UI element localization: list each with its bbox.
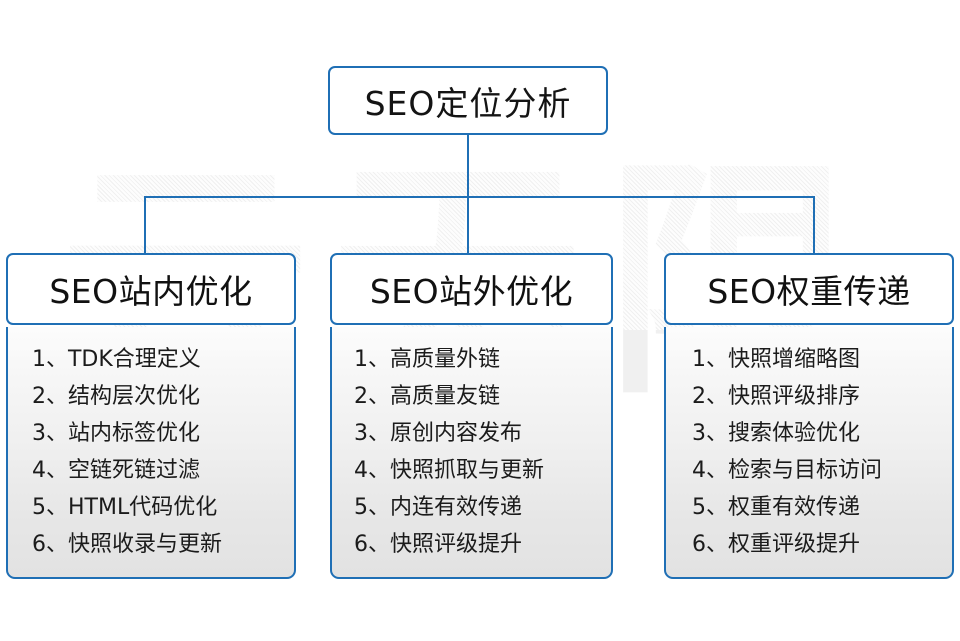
branch-column-1: SEO站内优化 1、TDK合理定义 2、结构层次优化 3、站内标签优化 4、空链… [6, 253, 296, 579]
root-node[interactable]: SEO定位分析 [328, 66, 608, 135]
branch-column-3: SEO权重传递 1、快照增缩略图 2、快照评级排序 3、搜索体验优化 4、检索与… [664, 253, 954, 579]
list-item: 6、快照收录与更新 [32, 532, 222, 557]
list-item: 6、权重评级提升 [692, 532, 860, 557]
root-node-label: SEO定位分析 [364, 83, 572, 123]
list-item: 1、高质量外链 [354, 347, 500, 372]
connector-branch-3-drop [813, 196, 815, 253]
branch-header-label-2: SEO站外优化 [369, 272, 574, 311]
list-item: 4、快照抓取与更新 [354, 458, 544, 483]
list-item: 4、空链死链过滤 [32, 458, 200, 483]
branch-header-1[interactable]: SEO站内优化 [6, 253, 296, 325]
branch-list-2: 1、高质量外链 2、高质量友链 3、原创内容发布 4、快照抓取与更新 5、内连有… [332, 341, 611, 563]
branch-body-2: 1、高质量外链 2、高质量友链 3、原创内容发布 4、快照抓取与更新 5、内连有… [330, 327, 613, 579]
connector-branch-2-drop [467, 196, 469, 253]
branch-header-label-1: SEO站内优化 [49, 272, 253, 311]
list-item: 3、搜索体验优化 [692, 421, 860, 446]
list-item: 1、快照增缩略图 [692, 347, 860, 372]
list-item: 3、原创内容发布 [354, 421, 522, 446]
list-item: 1、TDK合理定义 [32, 347, 201, 372]
list-item: 3、站内标签优化 [32, 421, 200, 446]
branch-list-1: 1、TDK合理定义 2、结构层次优化 3、站内标签优化 4、空链死链过滤 5、H… [8, 341, 294, 563]
branch-header-3[interactable]: SEO权重传递 [664, 253, 954, 325]
branch-header-2[interactable]: SEO站外优化 [330, 253, 613, 325]
list-item: 2、结构层次优化 [32, 384, 200, 409]
list-item: 5、权重有效传递 [692, 495, 860, 520]
list-item: 5、HTML代码优化 [32, 495, 218, 520]
branch-header-label-3: SEO权重传递 [707, 272, 911, 311]
list-item: 4、检索与目标访问 [692, 458, 882, 483]
branch-body-1: 1、TDK合理定义 2、结构层次优化 3、站内标签优化 4、空链死链过滤 5、H… [6, 327, 296, 579]
branch-column-2: SEO站外优化 1、高质量外链 2、高质量友链 3、原创内容发布 4、快照抓取与… [330, 253, 613, 579]
branch-body-3: 1、快照增缩略图 2、快照评级排序 3、搜索体验优化 4、检索与目标访问 5、权… [664, 327, 954, 579]
list-item: 6、快照评级提升 [354, 532, 522, 557]
connector-horizontal-bus [144, 196, 815, 198]
list-item: 2、高质量友链 [354, 384, 500, 409]
branch-list-3: 1、快照增缩略图 2、快照评级排序 3、搜索体验优化 4、检索与目标访问 5、权… [666, 341, 952, 563]
list-item: 5、内连有效传递 [354, 495, 522, 520]
list-item: 2、快照评级排序 [692, 384, 860, 409]
connector-root-vertical [467, 135, 469, 198]
connector-branch-1-drop [144, 196, 146, 253]
